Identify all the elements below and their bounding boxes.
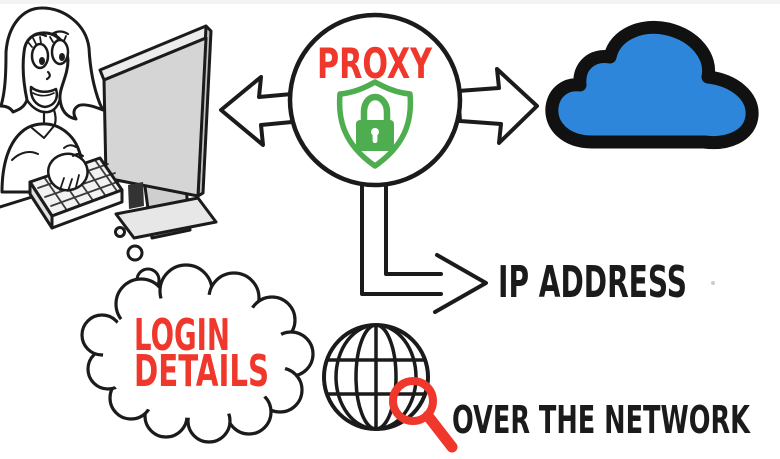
keyboard-side [28, 180, 54, 230]
thought-dot-medium [126, 244, 144, 262]
woman-sleeve-fold [11, 151, 39, 161]
ip-address-label: IP ADDRESS [498, 257, 687, 308]
typing-hand [47, 152, 89, 192]
monitor-back [102, 36, 208, 198]
padlock-keyhole-stem [372, 134, 378, 143]
woman-neck [42, 108, 57, 126]
over-the-network-label: OVER THE NETWORK [452, 398, 751, 442]
magnifier-ring [389, 377, 437, 425]
woman-nose [45, 70, 51, 81]
woman-teeth-line [32, 92, 55, 97]
woman-mouth [29, 85, 59, 109]
stray-speck [711, 281, 715, 285]
right-pupil [59, 53, 65, 61]
thought-bubble: LOGIN DETAILS [80, 263, 315, 444]
woman-at-computer-illustration [0, 6, 218, 240]
right-eye [50, 38, 70, 66]
magnifier-handle [422, 410, 458, 453]
woman-collar [31, 125, 55, 139]
thought-text-line2: DETAILS [134, 346, 269, 397]
eyelashes [27, 33, 67, 48]
typing-motion-arcs [63, 144, 84, 157]
magnifier-icon [389, 377, 458, 453]
thought-dot-small [114, 226, 126, 238]
monitor-base [114, 196, 218, 240]
left-eye [30, 42, 50, 70]
eyebrows [28, 30, 70, 40]
letterbox-strip [0, 0, 780, 4]
woman-eyes [27, 30, 70, 70]
globe-meridian-outer [334, 323, 418, 431]
left-arrow [219, 75, 294, 147]
hand-fingers [59, 174, 80, 192]
monitor-slot [128, 182, 144, 209]
woman-jaw [25, 97, 62, 114]
globe-icon [322, 323, 430, 431]
proxy-node: PROXY [219, 12, 539, 314]
cloud-icon [545, 20, 759, 150]
padlock-shackle [360, 93, 391, 125]
shield-lock-icon [336, 79, 414, 169]
right-arrow [456, 67, 539, 145]
down-right-arrow [360, 182, 488, 314]
thought-bubble-body [103, 294, 287, 418]
left-pupil [39, 57, 45, 65]
padlock-keyhole [371, 128, 379, 136]
desk-edge [0, 195, 34, 209]
thought-text-line1: LOGIN [134, 310, 230, 361]
